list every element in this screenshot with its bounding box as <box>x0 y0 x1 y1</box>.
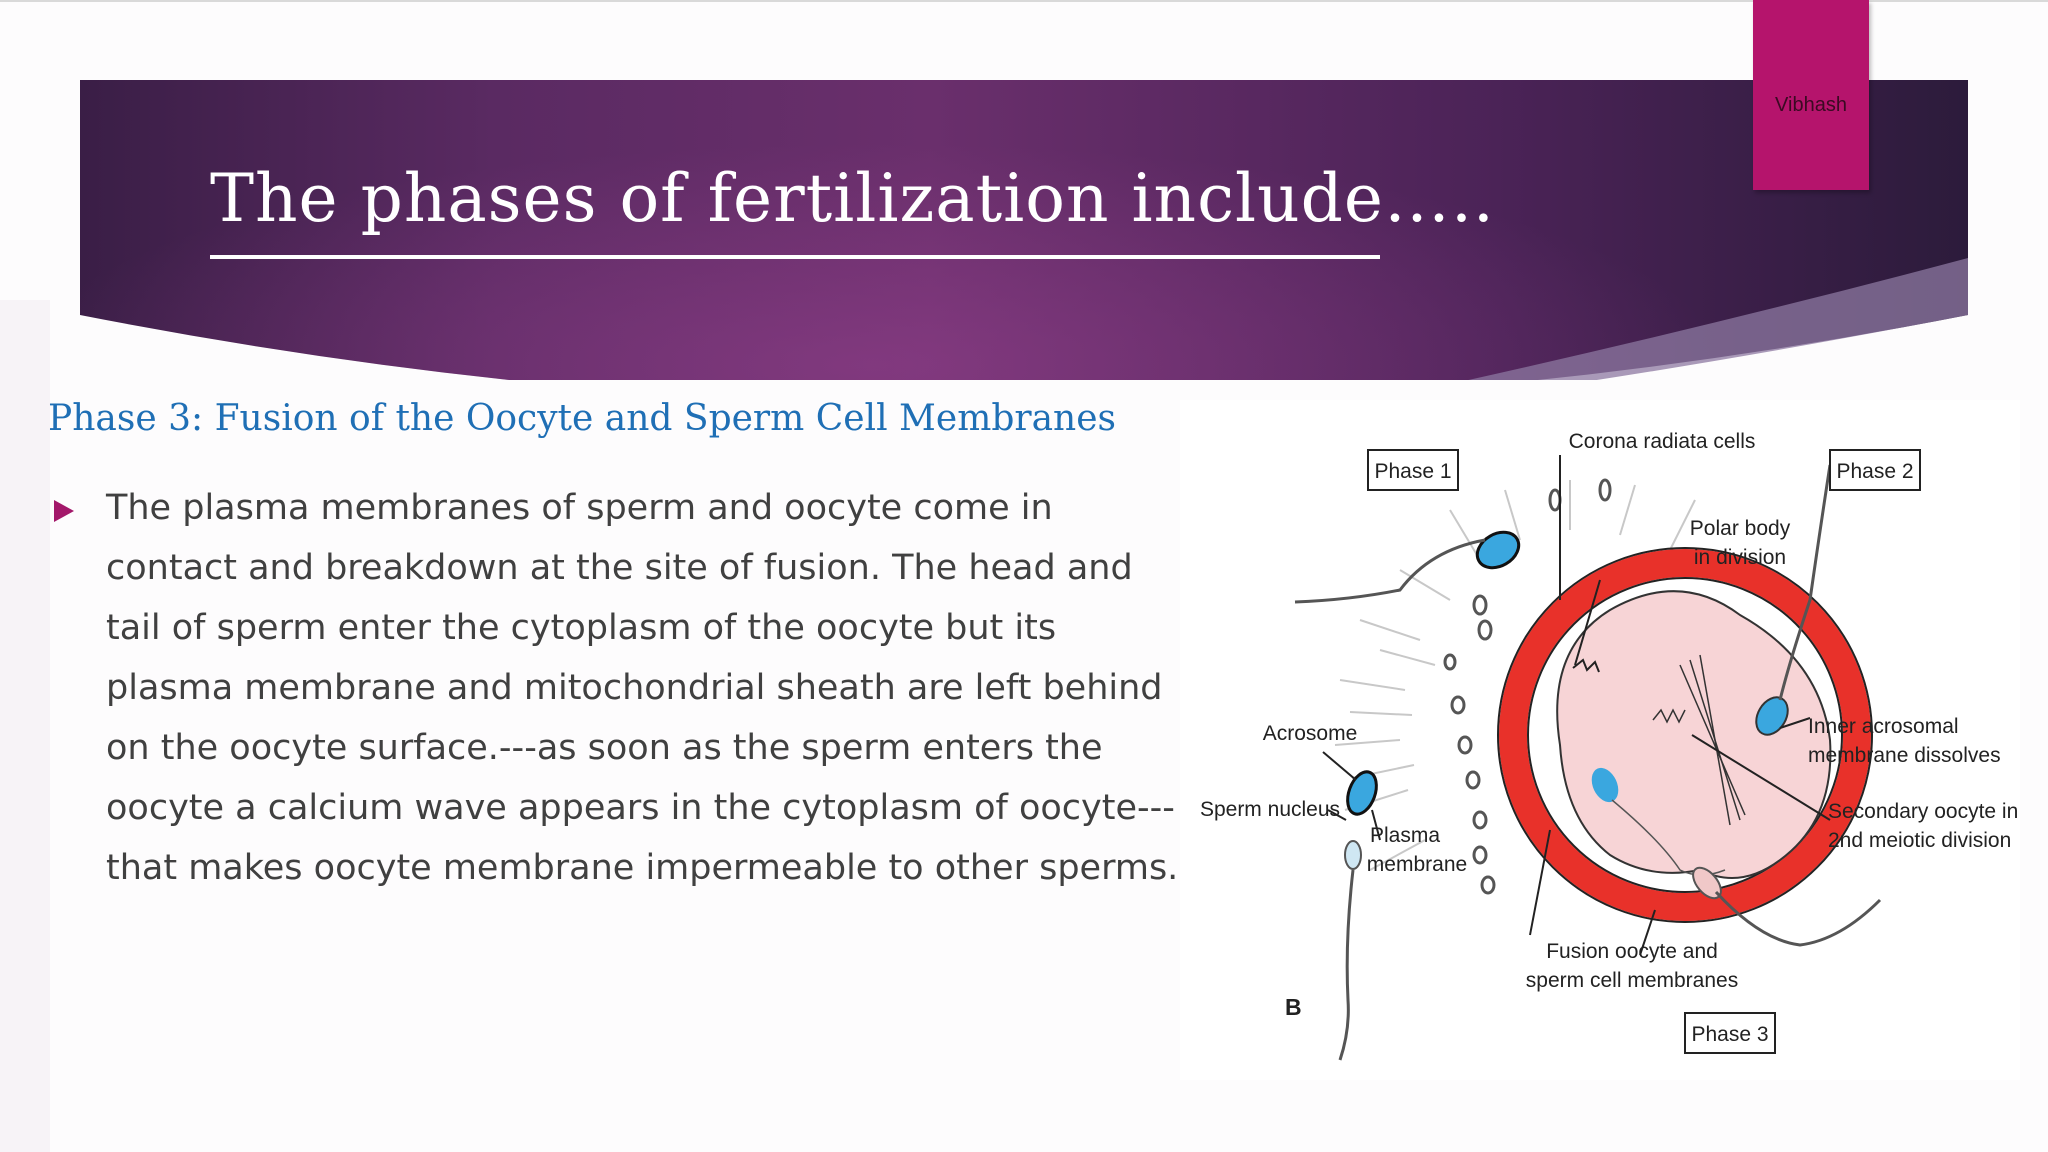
corona-label: Corona radiata cells <box>1569 430 1756 453</box>
fusion-label-1: Fusion oocyte and <box>1546 940 1718 963</box>
sperm-phase3 <box>1692 866 1882 947</box>
inner-acrosomal-label-2: membrane dissolves <box>1808 744 2001 767</box>
fertilization-diagram: Phase 1 Phase 2 Phase 3 Corona radiata c… <box>1180 400 2020 1080</box>
fusion-label-2: sperm cell membranes <box>1526 969 1738 992</box>
inner-acrosomal-label-1: Inner acrosomal <box>1808 715 1959 738</box>
body-paragraph: The plasma membranes of sperm and oocyte… <box>106 488 1179 888</box>
phase3-label: Phase 3 <box>1691 1023 1768 1046</box>
sperm-phase2 <box>1755 464 1832 736</box>
leader-lines <box>1322 455 1831 956</box>
phase2-box <box>1829 449 1921 491</box>
triangle-bullet-icon <box>54 500 74 522</box>
oocyte <box>1556 590 1832 879</box>
plasma-label-1: Plasma <box>1370 824 1440 847</box>
top-border <box>0 0 2048 2</box>
sperm-phase1 <box>1294 530 1521 604</box>
sperm-acrosome-detail <box>1338 770 1378 1061</box>
polar-body <box>1572 658 1600 673</box>
panel-letter: B <box>1285 994 1302 1020</box>
polar-label-2: in division <box>1694 546 1786 569</box>
author-tag: Vibhash <box>1753 0 1869 190</box>
diagram-illustration: Phase 1 Phase 2 Phase 3 Corona radiata c… <box>1200 430 2018 1061</box>
title-banner <box>80 80 1968 380</box>
sperm-nucleus-label: Sperm nucleus <box>1200 798 1340 821</box>
sperm-head-inside <box>1591 767 1619 803</box>
zona-pellucida <box>1499 549 1871 921</box>
phase2-label: Phase 2 <box>1836 460 1913 483</box>
banner-glow <box>80 80 1968 380</box>
title-underline <box>210 255 1380 259</box>
phase3-box <box>1684 1012 1776 1054</box>
phase1-box <box>1367 449 1459 491</box>
secondary-oocyte-label-1: Secondary oocyte in <box>1828 800 2018 823</box>
phase1-label: Phase 1 <box>1374 460 1451 483</box>
corona-cells <box>1443 478 1612 895</box>
plasma-label-2: membrane <box>1367 853 1467 876</box>
acrosome-label: Acrosome <box>1263 722 1358 745</box>
slide-title: The phases of fertilization include….. <box>210 160 1495 237</box>
meiotic-spindle <box>1652 654 1746 826</box>
author-tag-label: Vibhash <box>1775 94 1847 116</box>
polar-label-1: Polar body <box>1690 517 1791 540</box>
phase-heading: Phase 3: Fusion of the Oocyte and Sperm … <box>48 398 1117 439</box>
left-edge-strip <box>0 300 50 1152</box>
secondary-oocyte-label-2: 2nd meiotic division <box>1828 829 2011 852</box>
